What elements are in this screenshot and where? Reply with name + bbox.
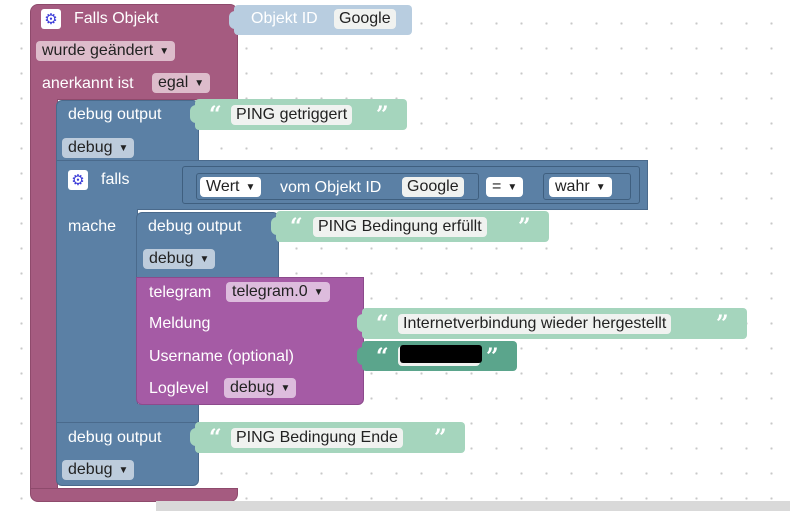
- change-dropdown-value: wurde geändert: [42, 42, 154, 59]
- debug-level-dropdown-1[interactable]: debug ▼: [62, 138, 135, 158]
- open-quote-icon: “: [209, 425, 222, 451]
- debug-output-label-1: debug output: [68, 106, 162, 123]
- of-object-label: vom Objekt ID: [280, 179, 382, 196]
- if-object-value[interactable]: Google: [402, 177, 464, 197]
- object-id-label: Objekt ID: [251, 10, 318, 27]
- close-quote-icon: ”: [434, 425, 447, 451]
- loglevel-label: Loglevel: [149, 380, 209, 397]
- bool-value: wahr: [555, 178, 590, 195]
- event-block-spine: [30, 99, 58, 491]
- close-quote-icon: ”: [716, 311, 729, 337]
- input-connector: [229, 11, 235, 29]
- change-dropdown[interactable]: wurde geändert ▼: [36, 41, 176, 61]
- debug-level-value-3: debug: [68, 461, 113, 478]
- loglevel-value: debug: [230, 379, 275, 396]
- debug-level-value-2: debug: [149, 250, 194, 267]
- property-dropdown[interactable]: Wert ▼: [200, 177, 262, 197]
- loglevel-dropdown[interactable]: debug ▼: [224, 378, 297, 398]
- if-label: falls: [101, 171, 130, 188]
- event-block-footer: [30, 488, 238, 502]
- chevron-down-icon: ▼: [194, 78, 205, 89]
- input-connector: [357, 314, 363, 332]
- open-quote-icon: “: [376, 311, 389, 337]
- chevron-down-icon: ▼: [245, 182, 256, 193]
- chevron-down-icon: ▼: [199, 254, 210, 265]
- text-value-1[interactable]: PING getriggert: [231, 105, 353, 125]
- event-title: Falls Objekt: [74, 10, 159, 27]
- gear-icon[interactable]: ⚙: [68, 170, 88, 190]
- object-id-value[interactable]: Google: [334, 9, 396, 29]
- chevron-down-icon: ▼: [313, 287, 324, 298]
- message-label: Meldung: [149, 315, 211, 332]
- text-value-3[interactable]: PING Bedingung Ende: [231, 428, 403, 448]
- operator-dropdown[interactable]: =▼: [486, 177, 524, 197]
- if-block-footer: [56, 404, 199, 424]
- bool-dropdown[interactable]: wahr ▼: [549, 177, 612, 197]
- debug-output-label-2: debug output: [148, 218, 242, 235]
- horizontal-scrollbar[interactable]: [156, 501, 790, 511]
- input-connector: [190, 105, 196, 123]
- chevron-down-icon: ▼: [507, 182, 518, 193]
- ack-dropdown[interactable]: egal ▼: [152, 73, 211, 93]
- ack-label: anerkannt ist: [42, 75, 134, 92]
- telegram-instance-dropdown[interactable]: telegram.0 ▼: [226, 282, 330, 302]
- open-quote-icon: “: [376, 344, 389, 370]
- if-block-spine: [56, 209, 138, 423]
- do-label: mache: [68, 218, 117, 235]
- property-value: Wert: [206, 178, 240, 195]
- message-text-value[interactable]: Internetverbindung wieder hergestellt: [398, 314, 672, 334]
- operator-value: =: [492, 178, 502, 195]
- chevron-down-icon: ▼: [118, 465, 129, 476]
- input-connector: [190, 428, 196, 446]
- input-connector: [271, 217, 277, 235]
- open-quote-icon: “: [290, 214, 303, 240]
- debug-level-value-1: debug: [68, 139, 113, 156]
- debug-level-dropdown-3[interactable]: debug ▼: [62, 460, 135, 480]
- username-label: Username (optional): [149, 348, 294, 365]
- open-quote-icon: “: [209, 102, 222, 128]
- chevron-down-icon: ▼: [595, 182, 606, 193]
- input-connector: [357, 347, 363, 365]
- redaction-mark: [400, 345, 482, 363]
- telegram-instance-value: telegram.0: [232, 283, 308, 300]
- ack-dropdown-value: egal: [158, 74, 189, 91]
- close-quote-icon: ”: [518, 214, 531, 240]
- telegram-label: telegram: [149, 284, 212, 301]
- text-value-2[interactable]: PING Bedingung erfüllt: [313, 217, 487, 237]
- gear-icon[interactable]: ⚙: [41, 9, 61, 29]
- chevron-down-icon: ▼: [118, 143, 129, 154]
- debug-output-label-3: debug output: [68, 429, 162, 446]
- chevron-down-icon: ▼: [280, 383, 291, 394]
- close-quote-icon: ”: [486, 344, 499, 370]
- close-quote-icon: ”: [376, 102, 389, 128]
- chevron-down-icon: ▼: [159, 46, 170, 57]
- debug-level-dropdown-2[interactable]: debug ▼: [143, 249, 216, 269]
